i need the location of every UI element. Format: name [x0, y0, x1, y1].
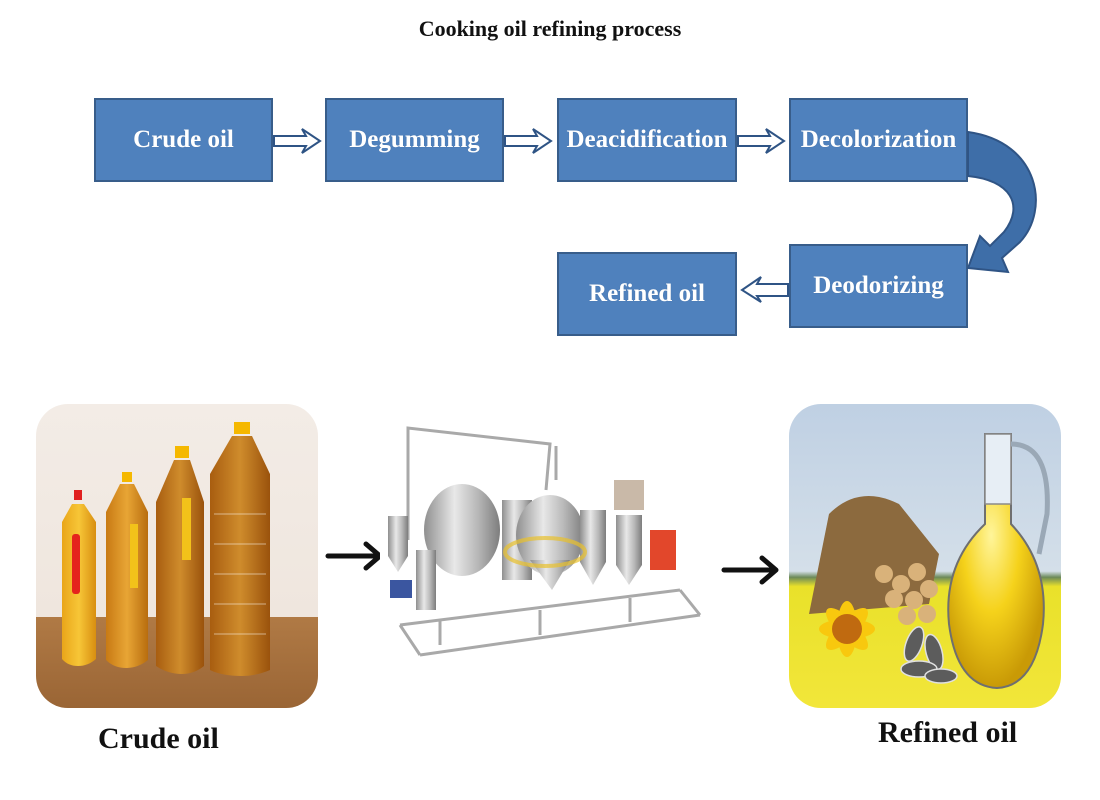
step-refined-oil: Refined oil: [557, 252, 737, 336]
arrow-degumming-to-deacidification: [504, 128, 553, 154]
arrow-right-icon: [721, 555, 779, 585]
refined-oil-caption: Refined oil: [878, 716, 1018, 749]
step-label: Deacidification: [566, 126, 728, 153]
refined-oil-illustration: [809, 433, 1050, 690]
crude-oil-photo: [36, 404, 318, 708]
nuts: [875, 563, 938, 625]
bottle-cap: [122, 472, 132, 482]
step-deacidification: Deacidification: [557, 98, 737, 182]
sunflower-icon: [819, 601, 875, 657]
bottle-label: [182, 498, 191, 560]
step-label: Deodorizing: [813, 272, 944, 299]
arrow-crude-to-degumming: [273, 128, 322, 154]
arrow-deodorizing-to-refined: [740, 276, 789, 303]
bottles-illustration: [62, 422, 270, 676]
step-deodorizing: Deodorizing: [789, 244, 968, 328]
step-label: Decolorization: [800, 126, 957, 153]
arrow-right-icon: [325, 541, 383, 571]
oil-jug: [947, 433, 1045, 690]
bottle-4: [210, 436, 270, 676]
machine-illustration: [388, 426, 702, 657]
crude-oil-caption: Crude oil: [98, 722, 219, 755]
step-degumming: Degumming: [325, 98, 504, 182]
step-label: Refined oil: [589, 280, 705, 307]
refined-oil-photo: [789, 404, 1061, 708]
step-crude-oil: Crude oil: [94, 98, 273, 182]
step-label: Degumming: [349, 126, 480, 153]
bottle-label: [130, 524, 138, 588]
arrow-deacidification-to-decolorization: [737, 128, 786, 154]
step-label: Crude oil: [133, 126, 234, 153]
bottle-cap: [74, 490, 82, 500]
sunflower-seeds: [900, 626, 958, 684]
step-decolorization: Decolorization: [789, 98, 968, 182]
diagram-title: Cooking oil refining process: [418, 16, 682, 41]
refining-machine-photo: [380, 420, 720, 660]
bottle-3: [156, 460, 204, 674]
bottle-cap: [234, 422, 250, 434]
bottle-label: [72, 534, 80, 594]
bottle-cap: [175, 446, 189, 458]
curved-arrow-decolorization-to-deodorizing: [966, 130, 1037, 274]
